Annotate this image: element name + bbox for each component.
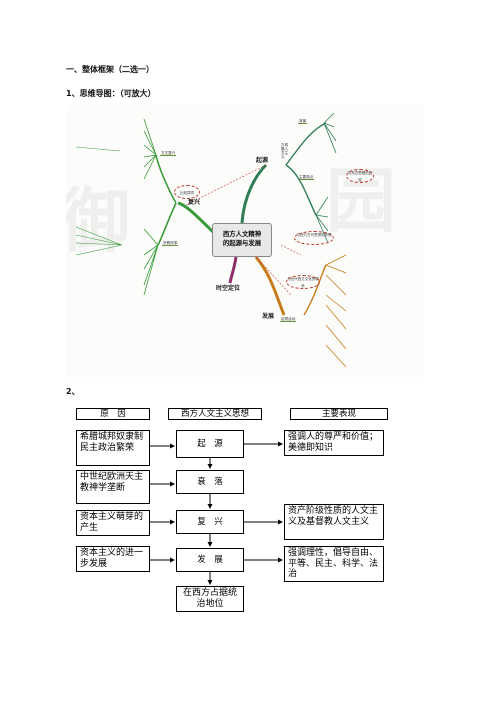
node-renaissance: 文艺复兴 <box>160 151 177 156</box>
bubble-east-compare: 与东方思想的比较 <box>346 169 374 183</box>
node-main-views: 主要观点 <box>298 175 315 180</box>
mind-map-center-node: 西方人文精神 的起源与发展 <box>212 223 272 257</box>
manifestation-2: 资产阶级性质的人文主义及基督教人文主义 <box>284 504 384 540</box>
mind-map-connectors <box>75 112 347 368</box>
stage-dominance: 在西方占据统治地位 <box>176 586 244 612</box>
manifestation-1: 强调人的尊严和价值；美德即知识 <box>284 430 384 456</box>
header-manifestations: 主要表现 <box>290 408 388 420</box>
stage-development: 发 展 <box>176 548 244 572</box>
stage-origin: 起 源 <box>176 430 244 458</box>
bubble-ancient-compare: 与西方古代思想的异同 <box>294 231 334 245</box>
watermark-mark-left: 御 <box>66 179 130 262</box>
branch-position: 时空定位 <box>216 285 241 292</box>
mindmap-heading: 1、思维导图：（可放大） <box>66 89 156 98</box>
branch-origin: 起源 <box>256 157 269 164</box>
node-background: 背景 <box>298 119 308 124</box>
cause-2: 中世纪欧洲天主教神学垄断 <box>76 470 150 504</box>
header-causes: 原 因 <box>76 408 150 420</box>
section-title: 一、整体框架（二选一） <box>66 65 154 74</box>
stage-decline: 衰 落 <box>176 470 244 494</box>
manifestation-3: 强调理性，倡导自由、平等、民主、科学、法治 <box>284 546 384 582</box>
bubble-modern-link: 与近代西方文化的联系 <box>286 275 320 289</box>
center-line-1: 西方人文精神 <box>222 230 262 238</box>
cause-1: 希腊城邦奴隶制民主政治繁荣 <box>76 430 150 466</box>
node-ancient-greek: 古希腊人文主义 <box>281 143 289 159</box>
center-line-2: 的起源与发展 <box>222 239 262 247</box>
cause-3: 资本主义萌芽的产生 <box>76 510 150 536</box>
branch-development: 发展 <box>262 313 275 320</box>
node-reformation: 宗教改革 <box>162 241 179 246</box>
header-thought: 西方人文主义思想 <box>168 408 262 420</box>
mind-map-image: 御 园 西方人文精神 的起源与发展 起源 复兴 发展 时空定位 古希腊人文主义 … <box>66 105 424 377</box>
flowchart-heading: 2、 <box>66 387 80 396</box>
stage-revival: 复 兴 <box>176 510 244 534</box>
bubble-compare: 比较异同 <box>174 185 200 199</box>
cause-4: 资本主义的进一步发展 <box>76 546 150 572</box>
branch-revival: 复兴 <box>188 199 201 206</box>
node-enlightenment: 启蒙运动 <box>280 317 297 322</box>
